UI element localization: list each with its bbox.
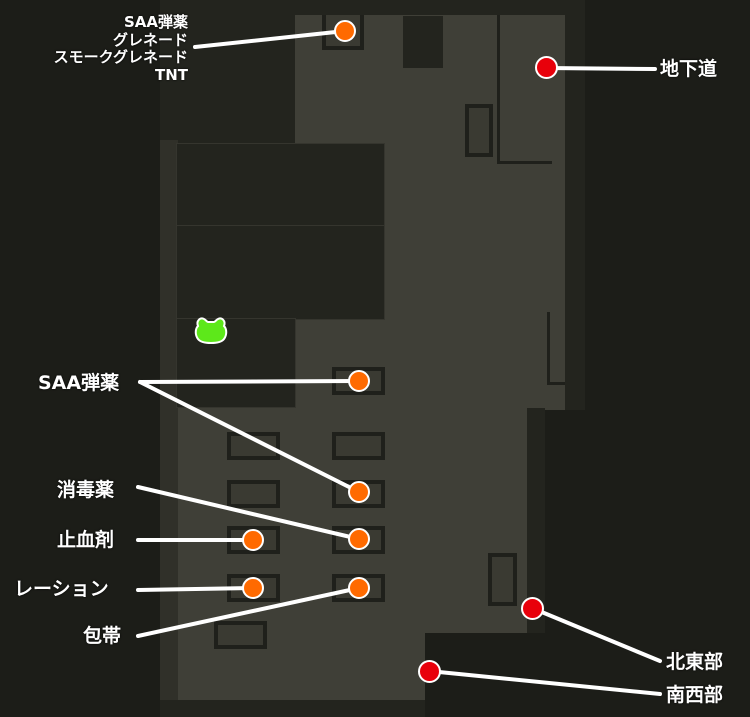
room-dark-2 [176, 225, 385, 320]
label-top-tnt: TNT [154, 65, 188, 84]
shelf [465, 104, 493, 157]
shelf [488, 553, 517, 606]
label-top-items: SAA弾薬 グレネード スモークグレネード TNT [0, 13, 188, 84]
wall-line [547, 382, 565, 385]
floor-left-strip [160, 140, 178, 700]
label-top-grenade: グレネード [112, 30, 188, 49]
item-marker-saa-1[interactable] [348, 370, 370, 392]
room-dark-top [403, 16, 443, 68]
room-dark-1 [176, 143, 385, 227]
exit-marker-underpass[interactable] [535, 56, 558, 79]
wall-line [497, 15, 500, 163]
label-top-smoke: スモークグレネード [53, 48, 188, 66]
item-marker-bandage[interactable] [348, 577, 370, 599]
player-marker-icon [194, 317, 228, 345]
label-underpass: 地下道 [660, 58, 718, 80]
item-marker-top[interactable] [334, 20, 356, 42]
item-marker-saa-2[interactable] [348, 481, 370, 503]
east-wall [527, 408, 545, 633]
label-hemostat: 止血剤 [57, 529, 115, 551]
shelf [227, 480, 280, 508]
top-edge [280, 0, 565, 15]
label-northeast: 北東部 [666, 651, 724, 673]
label-top-saa: SAA弾薬 [123, 13, 188, 31]
item-marker-ration[interactable] [242, 577, 264, 599]
shelf [332, 432, 385, 460]
shelf [214, 621, 267, 649]
label-bandage: 包帯 [83, 625, 122, 647]
label-southwest: 南西部 [666, 684, 724, 706]
shelf [227, 432, 280, 460]
item-marker-disinfectant[interactable] [348, 528, 370, 550]
map-dark-strip [565, 0, 585, 410]
exit-marker-southwest[interactable] [418, 660, 441, 683]
wall-line [547, 312, 550, 384]
label-ration: レーション [14, 578, 109, 600]
wall-line [497, 161, 552, 164]
label-disinfectant: 消毒薬 [57, 479, 115, 501]
item-marker-hemostat[interactable] [242, 529, 264, 551]
exit-marker-northeast[interactable] [521, 597, 544, 620]
label-saa: SAA弾薬 [38, 372, 120, 394]
